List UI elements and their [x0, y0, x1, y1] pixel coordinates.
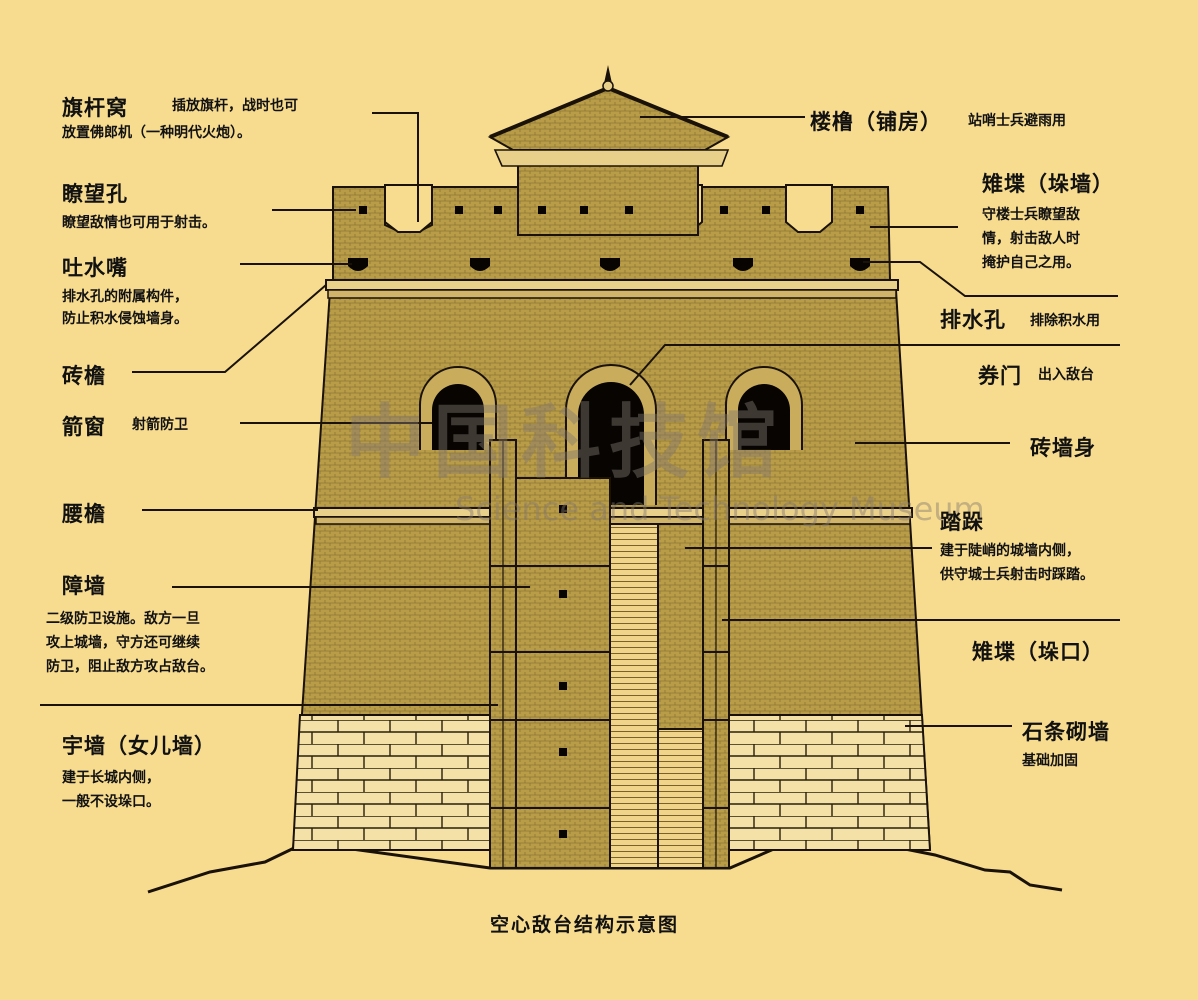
drain-spouts — [348, 258, 870, 271]
label-brick-body-title: 砖墙身 — [1030, 435, 1096, 460]
label-parapet-desc-2: 一般不设垛口。 — [62, 794, 160, 810]
leader-drain — [863, 261, 1118, 297]
label-arch-door-title: 券门 — [978, 363, 1022, 388]
leader-brick-eave — [132, 284, 327, 373]
label-steps-title: 踏跺 — [940, 509, 984, 534]
label-drain-title: 排水孔 — [940, 307, 1006, 332]
label-turret-title: 楼橹（铺房） — [810, 109, 942, 134]
label-waist-eave-title: 腰檐 — [62, 501, 106, 526]
label-arrow-window-title: 箭窗 — [62, 414, 106, 439]
label-battlement-title: 雉堞（垛墙） — [982, 171, 1114, 196]
label-battlement-desc-1: 守楼士兵瞭望敌 — [982, 207, 1080, 223]
label-flagpole-title: 旗杆窝 — [62, 95, 128, 120]
label-peephole-title: 瞭望孔 — [62, 181, 128, 206]
label-battlement-desc-3: 掩护自己之用。 — [982, 255, 1080, 271]
label-stone-wall-title: 石条砌墙 — [1022, 719, 1110, 744]
label-arch-door-desc: 出入敌台 — [1038, 367, 1094, 383]
peep-holes — [359, 206, 864, 214]
label-spout-title: 吐水嘴 — [62, 255, 128, 280]
label-flagpole-desc-2: 放置佛郎机（一种明代火炮）。 — [62, 125, 251, 141]
arrow-windows — [419, 366, 803, 450]
label-peephole-desc: 瞭望敌情也可用于射击。 — [62, 215, 216, 231]
label-steps-desc-2: 供守城士兵射击时踩踏。 — [940, 567, 1094, 583]
diagram-caption: 空心敌台结构示意图 — [490, 914, 680, 936]
label-turret-desc: 站哨士兵避雨用 — [968, 113, 1066, 129]
leader-arch-door — [629, 344, 1120, 386]
turret-room — [487, 65, 731, 236]
label-drain-desc: 排除积水用 — [1030, 313, 1100, 329]
label-barrier-wall-desc-3: 防卫，阻止敌方攻占敌台。 — [46, 659, 214, 675]
stair-structure — [489, 439, 730, 869]
label-parapet-title: 宇墙（女儿墙） — [62, 733, 216, 758]
arch-door — [565, 364, 657, 505]
label-spout-desc-1: 排水孔的附属构件， — [62, 289, 188, 305]
label-stone-wall-desc: 基础加固 — [1022, 753, 1078, 769]
label-spout-desc-2: 防止积水侵蚀墙身。 — [62, 311, 188, 327]
label-barrier-wall-desc-1: 二级防卫设施。敌方一旦 — [46, 611, 200, 627]
label-flagpole-desc-1: 插放旗杆，战时也可 — [172, 98, 298, 114]
label-barrier-wall-title: 障墙 — [62, 573, 106, 598]
label-battlement-desc-2: 情，射击敌人时 — [982, 231, 1080, 247]
label-brick-eave-title: 砖檐 — [62, 363, 106, 388]
brick-eave-band — [325, 279, 899, 299]
label-parapet-desc-1: 建于长城内侧， — [62, 770, 160, 786]
label-crenel-title: 雉堞（垛口） — [972, 639, 1104, 664]
watermark-en: Science and Technology Museum — [455, 490, 985, 528]
leader-lines — [40, 112, 1120, 727]
label-barrier-wall-desc-2: 攻上城墙，守方还可继续 — [46, 635, 200, 651]
label-steps-desc-1: 建于陡峭的城墙内侧， — [940, 543, 1080, 559]
leader-flagpole — [372, 112, 419, 222]
label-arrow-window-desc: 射箭防卫 — [132, 417, 188, 433]
watermark-cn: 中国科技馆 — [345, 395, 785, 489]
